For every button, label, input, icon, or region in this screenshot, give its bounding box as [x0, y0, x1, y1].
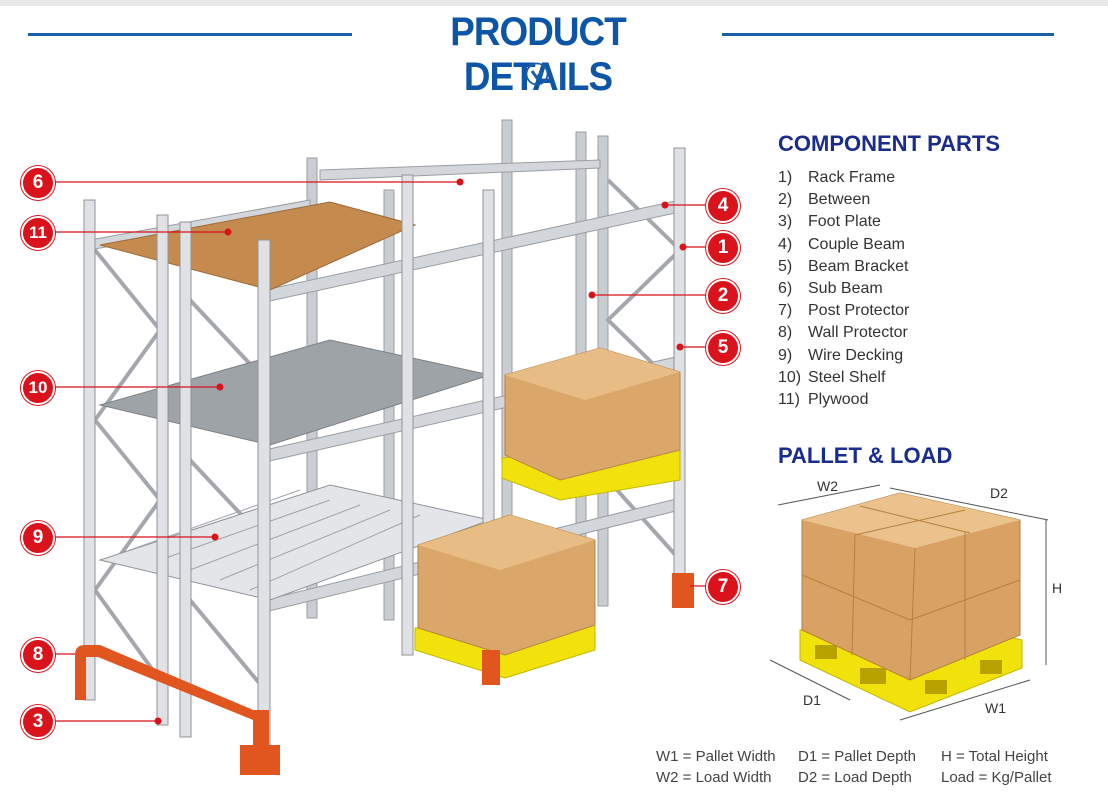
- dim-h: H: [1052, 580, 1063, 596]
- protectors: [75, 573, 694, 775]
- rack-illustration: [52, 119, 707, 775]
- callout-3: 3: [21, 705, 55, 739]
- callout-6: 6: [21, 166, 55, 200]
- list-item: 5)Beam Bracket: [778, 257, 909, 275]
- dimension-lines: [769, 484, 1049, 721]
- callout-10: 10: [21, 371, 55, 405]
- title-divider-left: [28, 33, 352, 36]
- pallet-slots: [815, 645, 1002, 694]
- list-item: 9)Wire Decking: [778, 346, 904, 364]
- list-item: 1)Rack Frame: [778, 169, 896, 186]
- list-item: 7)Post Protector: [778, 302, 910, 320]
- list-item: 3)Foot Plate: [778, 213, 881, 231]
- list-item: 4)Couple Beam: [778, 235, 905, 253]
- chevron-down-circle-icon[interactable]: [525, 62, 549, 86]
- pallet-load-title: PALLET & LOAD: [778, 443, 953, 468]
- callout-1: 1: [706, 231, 740, 265]
- list-item: 6)Sub Beam: [778, 279, 883, 297]
- top-bar: [0, 0, 1108, 6]
- component-parts-title: COMPONENT PARTS: [778, 131, 1001, 156]
- callout-dots: [154, 178, 687, 725]
- dim-d2: D2: [990, 485, 1008, 501]
- callout-4: 4: [706, 189, 740, 223]
- list-item: 2)Between: [778, 191, 871, 209]
- dim-d1: D1: [803, 692, 821, 708]
- dim-w2: W2: [817, 478, 838, 494]
- list-item: 11)Plywood: [778, 390, 869, 408]
- pallet: [799, 611, 1023, 713]
- list-item: 10)Steel Shelf: [778, 368, 886, 386]
- boxes-lower: [414, 514, 596, 679]
- callout-11: 11: [21, 216, 55, 250]
- callout-2: 2: [706, 279, 740, 313]
- callout-5: 5: [706, 331, 740, 365]
- component-parts-list: 1)Rack Frame 2)Between 3)Foot Plate 4)Co…: [778, 167, 909, 411]
- callout-8: 8: [21, 638, 55, 672]
- list-item: 8)Wall Protector: [778, 324, 908, 342]
- dim-w1: W1: [985, 700, 1006, 716]
- boxes-upper: [501, 347, 681, 501]
- callout-7: 7: [706, 570, 740, 604]
- load-boxes: [801, 492, 1021, 681]
- title-divider-right: [722, 33, 1054, 36]
- callout-lines: [52, 181, 707, 722]
- callout-9: 9: [21, 521, 55, 555]
